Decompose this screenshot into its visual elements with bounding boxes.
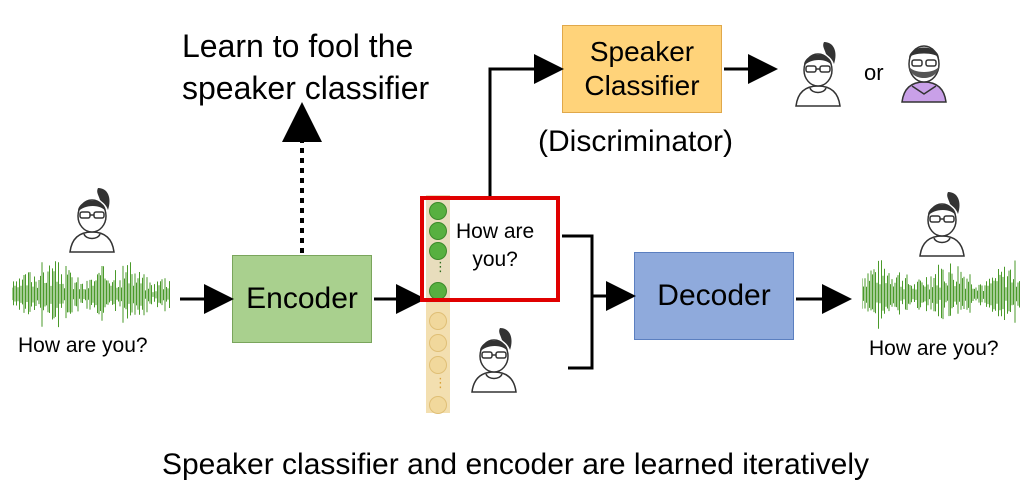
female-speaker-icon (471, 328, 517, 393)
output-label: How are you? (869, 337, 999, 360)
speaker-ellipsis: ⋮ (434, 375, 447, 390)
speaker-classifier-line-2: Classifier (584, 70, 700, 101)
speaker-dot (429, 312, 447, 330)
input-label: How are you? (18, 334, 148, 357)
speaker-dot (429, 396, 447, 414)
discriminator-label: (Discriminator) (538, 125, 733, 158)
female-speaker-icon (69, 188, 115, 253)
content-dot (429, 222, 447, 240)
speaker-dot (429, 334, 447, 352)
or-label: or (864, 60, 884, 85)
encoder-label: Encoder (246, 282, 358, 315)
content-text-line-2: you? (472, 248, 518, 272)
title-line-1: Learn to fool the (182, 28, 414, 64)
arrow-vector-classifier (488, 54, 564, 196)
title-line-2: speaker classifier (182, 69, 430, 106)
encoder-box: Encoder (232, 255, 372, 343)
female-speaker-icon (795, 42, 841, 107)
content-text-line-1: How are (456, 220, 535, 243)
content-highlight-box (420, 196, 560, 302)
speaker-dot (429, 356, 447, 374)
merge-bracket (562, 234, 594, 370)
waveform-icon (862, 260, 1020, 329)
decoder-label: Decoder (657, 279, 771, 312)
content-text: How are you? (456, 218, 534, 275)
speaker-classifier-box: Speaker Classifier (562, 25, 722, 113)
bottom-caption: Speaker classifier and encoder are learn… (161, 448, 870, 481)
content-dot (429, 202, 447, 220)
waveform-icon (12, 261, 170, 328)
content-ellipsis: ⋮ (434, 259, 447, 274)
title-text: Learn to fool the speaker classifier (182, 26, 429, 109)
decoder-box: Decoder (634, 252, 794, 340)
female-speaker-icon (919, 192, 965, 257)
speaker-classifier-line-1: Speaker (589, 36, 695, 68)
content-dot (429, 242, 447, 260)
male-speaker-icon (901, 45, 947, 103)
